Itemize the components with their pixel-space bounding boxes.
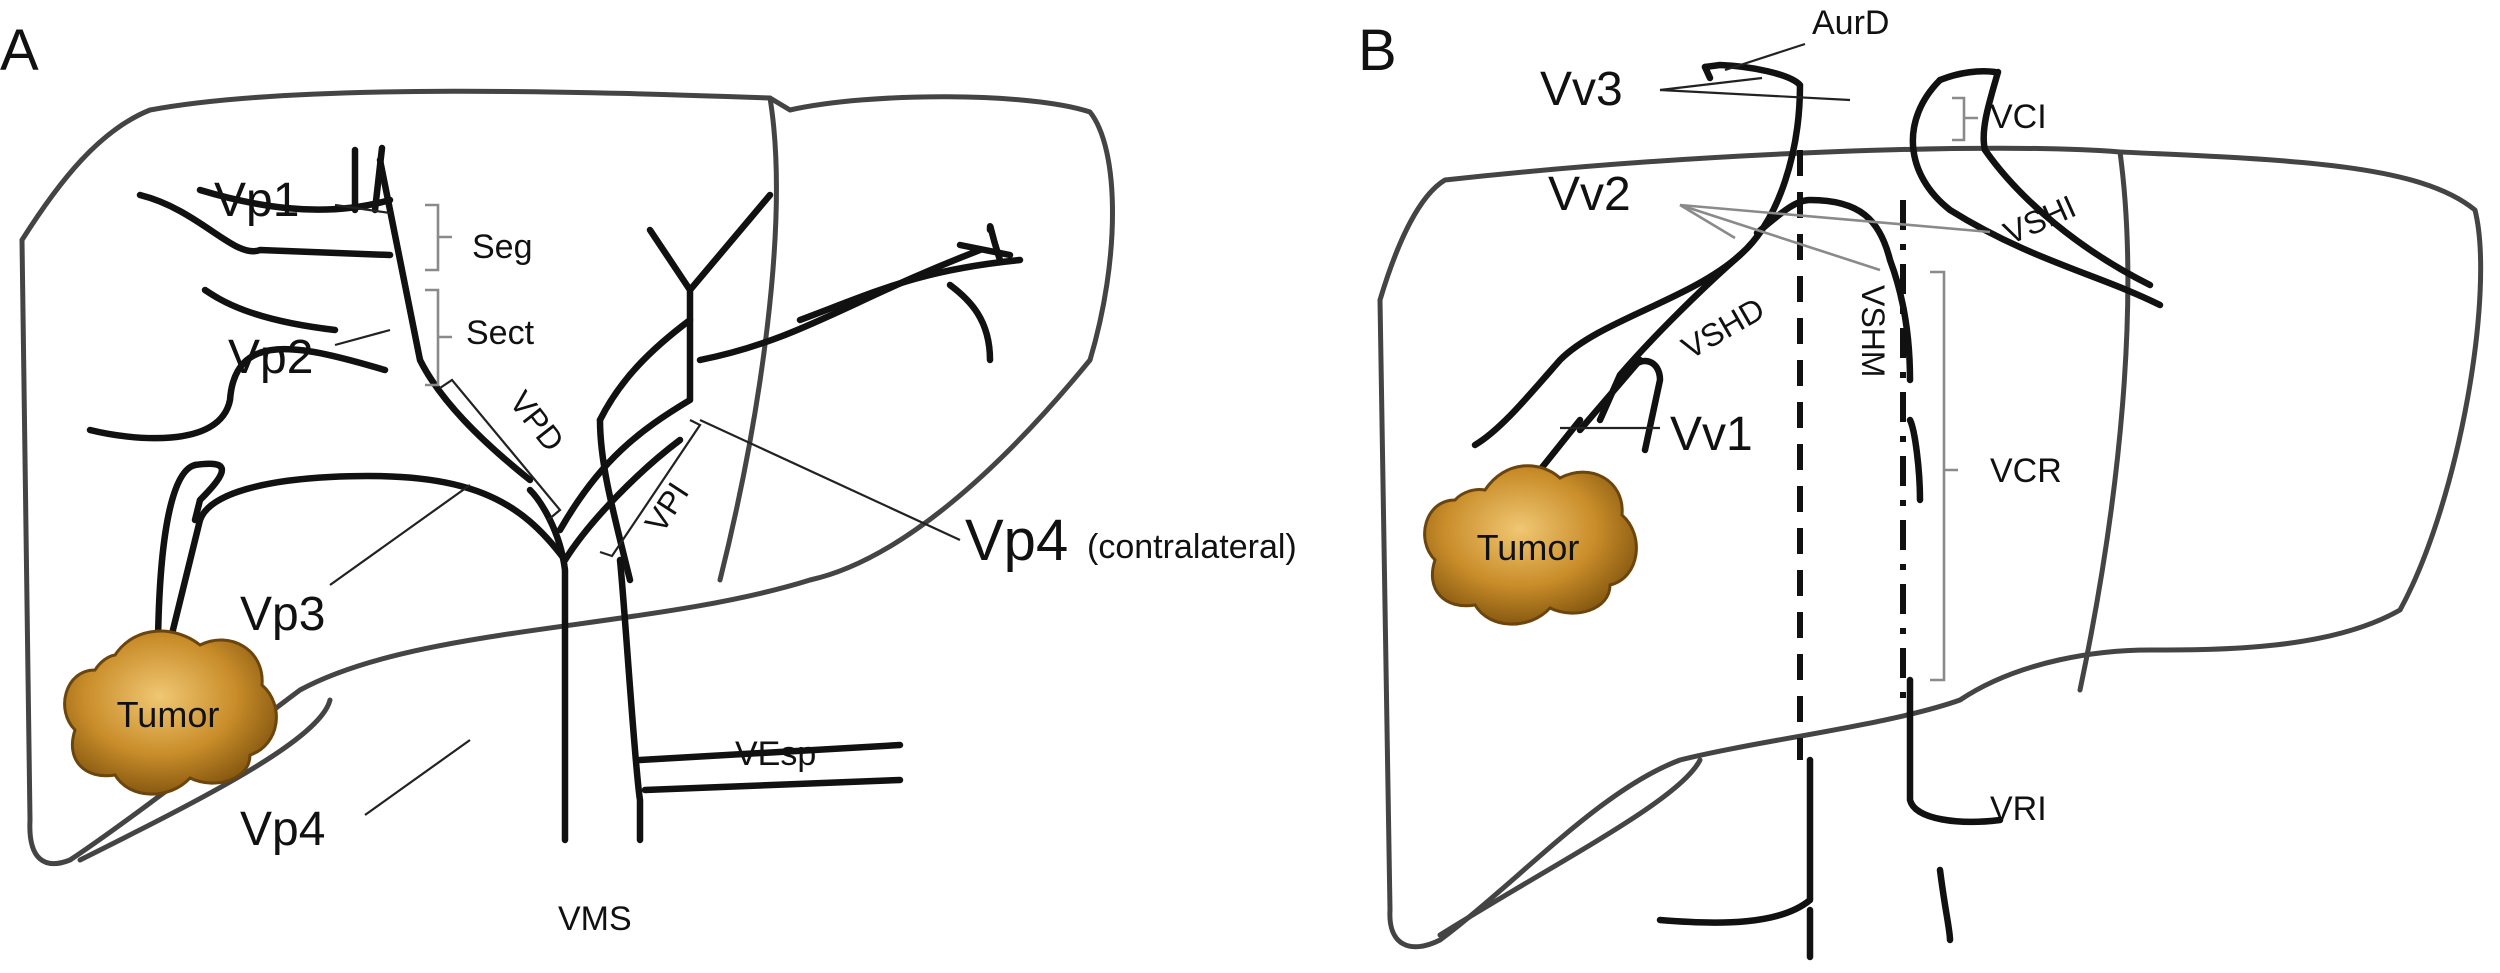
bracket-vpi [599, 419, 702, 558]
label-aurd: AurD [1812, 4, 1889, 42]
label-vms: VMS [558, 900, 632, 938]
liver-lobe-line-a [717, 95, 779, 583]
bracket-vpd [439, 378, 562, 521]
label-vp3: Vp3 [240, 588, 325, 641]
label-vv3: Vv3 [1540, 63, 1623, 116]
label-vp4: Vp4 [240, 803, 325, 856]
liver-lower-fold-b [1437, 757, 1703, 938]
bracket-vci [1952, 96, 1978, 142]
tumor-a: Tumor [63, 629, 278, 796]
brackets-a [425, 203, 702, 558]
leaders-b [1560, 42, 1991, 430]
label-vpi: VPI [638, 476, 696, 539]
label-vshm: VSHM [1855, 285, 1891, 377]
bracket-sect [425, 288, 452, 387]
label-contralateral: (contralateral) [1087, 528, 1297, 566]
panel-b-letter: B [1358, 18, 1397, 83]
label-vcr: VCR [1990, 452, 2062, 490]
bracket-seg [425, 203, 452, 272]
panel-b: B [1358, 4, 2484, 961]
portal-vessels-a [86, 144, 1024, 844]
label-vp1: Vp1 [214, 174, 299, 227]
brackets-b [1930, 96, 1978, 682]
label-vpd: VPD [502, 384, 571, 458]
liver-outline-a [19, 88, 1115, 867]
label-vesp: VEsp [735, 735, 816, 773]
bracket-vcr [1930, 270, 1958, 682]
hepatic-vessels-b [1471, 61, 2164, 961]
tumor-a-label: Tumor [117, 694, 220, 735]
label-vci: VCI [1990, 98, 2047, 136]
tumor-b: Tumor [1423, 464, 1638, 626]
panel-a-letter: A [0, 18, 39, 83]
label-vv1: Vv1 [1670, 408, 1753, 461]
label-vv2: Vv2 [1548, 168, 1631, 221]
tumor-b-label: Tumor [1477, 527, 1580, 568]
label-vri: VRI [1990, 790, 2047, 828]
leaders-a [329, 203, 961, 816]
liver-lobe-line-b [2077, 149, 2131, 693]
label-vshi: VSHI [1998, 188, 2081, 251]
panel-a: A [0, 18, 1297, 938]
label-vp4-contra: Vp4 [965, 508, 1068, 573]
label-vp2: Vp2 [228, 331, 313, 384]
label-seg: Seg [472, 228, 533, 266]
liver-lower-fold-a [77, 697, 333, 863]
label-sect: Sect [466, 314, 535, 352]
